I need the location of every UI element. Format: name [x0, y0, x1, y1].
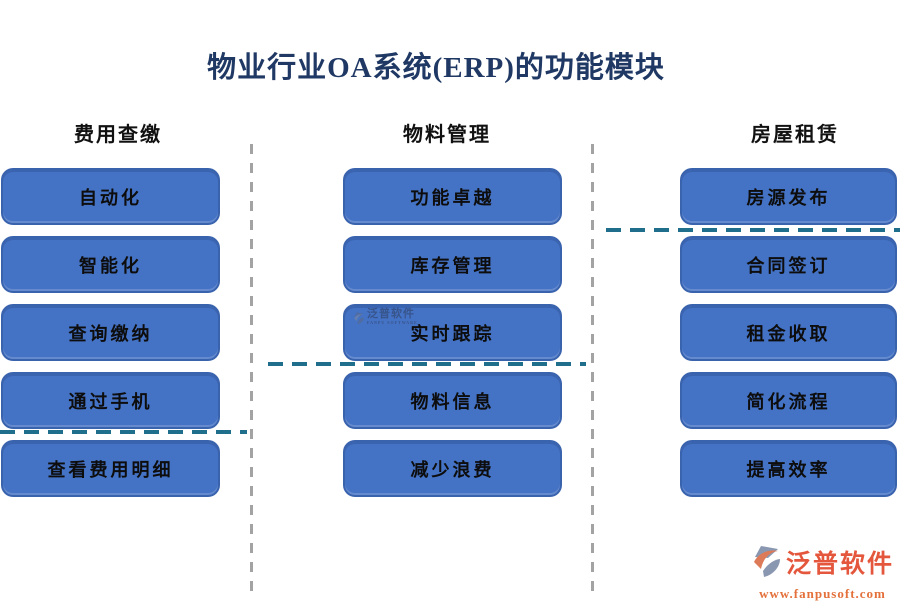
fanpu-logo-icon [353, 309, 365, 330]
brand-name-text: 泛普软件 [785, 551, 894, 578]
module-node: 减少浪费 [343, 440, 562, 497]
watermark-brand-text: 泛普软件 [367, 308, 415, 320]
column-material-mgmt: 功能卓越 库存管理 泛普软件 FANPU SOFTWARE 实时跟踪 物料信息 … [343, 168, 562, 497]
brand-url-text: www.fanpusoft.com [759, 586, 886, 601]
module-node: 通过手机 [1, 372, 220, 429]
fanpu-brand-logo: 泛普软件 www.fanpusoft.com [751, 545, 894, 602]
module-node: 功能卓越 [343, 168, 562, 225]
horizontal-dashed-line-col1 [0, 430, 247, 434]
column-fee-payment: 自动化 智能化 查询缴纳 通过手机 查看费用明细 [1, 168, 220, 497]
column-house-leasing: 房源发布 合同签订 租金收取 简化流程 提高效率 [680, 168, 897, 497]
column-header-fee-payment: 费用查缴 [74, 124, 162, 146]
module-node: 租金收取 [680, 304, 897, 361]
horizontal-dashed-line-col3 [606, 228, 900, 232]
fanpu-logo-icon [751, 545, 783, 584]
module-node: 自动化 [1, 168, 220, 225]
module-node: 查看费用明细 [1, 440, 220, 497]
column-header-house-leasing: 房屋租赁 [751, 124, 839, 146]
diagram-title: 物业行业OA系统(ERP)的功能模块 [207, 52, 665, 84]
module-node: 查询缴纳 [1, 304, 220, 361]
horizontal-dashed-line-col2 [268, 362, 586, 366]
module-node: 泛普软件 FANPU SOFTWARE 实时跟踪 [343, 304, 562, 361]
watermark-logo: 泛普软件 FANPU SOFTWARE [353, 309, 418, 330]
vertical-dashed-divider-left [250, 144, 253, 600]
module-node: 合同签订 [680, 236, 897, 293]
module-node: 简化流程 [680, 372, 897, 429]
module-node: 库存管理 [343, 236, 562, 293]
module-node: 智能化 [1, 236, 220, 293]
vertical-dashed-divider-right [591, 144, 594, 600]
module-node: 房源发布 [680, 168, 897, 225]
module-node: 提高效率 [680, 440, 897, 497]
column-header-material-mgmt: 物料管理 [403, 124, 491, 146]
module-node: 物料信息 [343, 372, 562, 429]
